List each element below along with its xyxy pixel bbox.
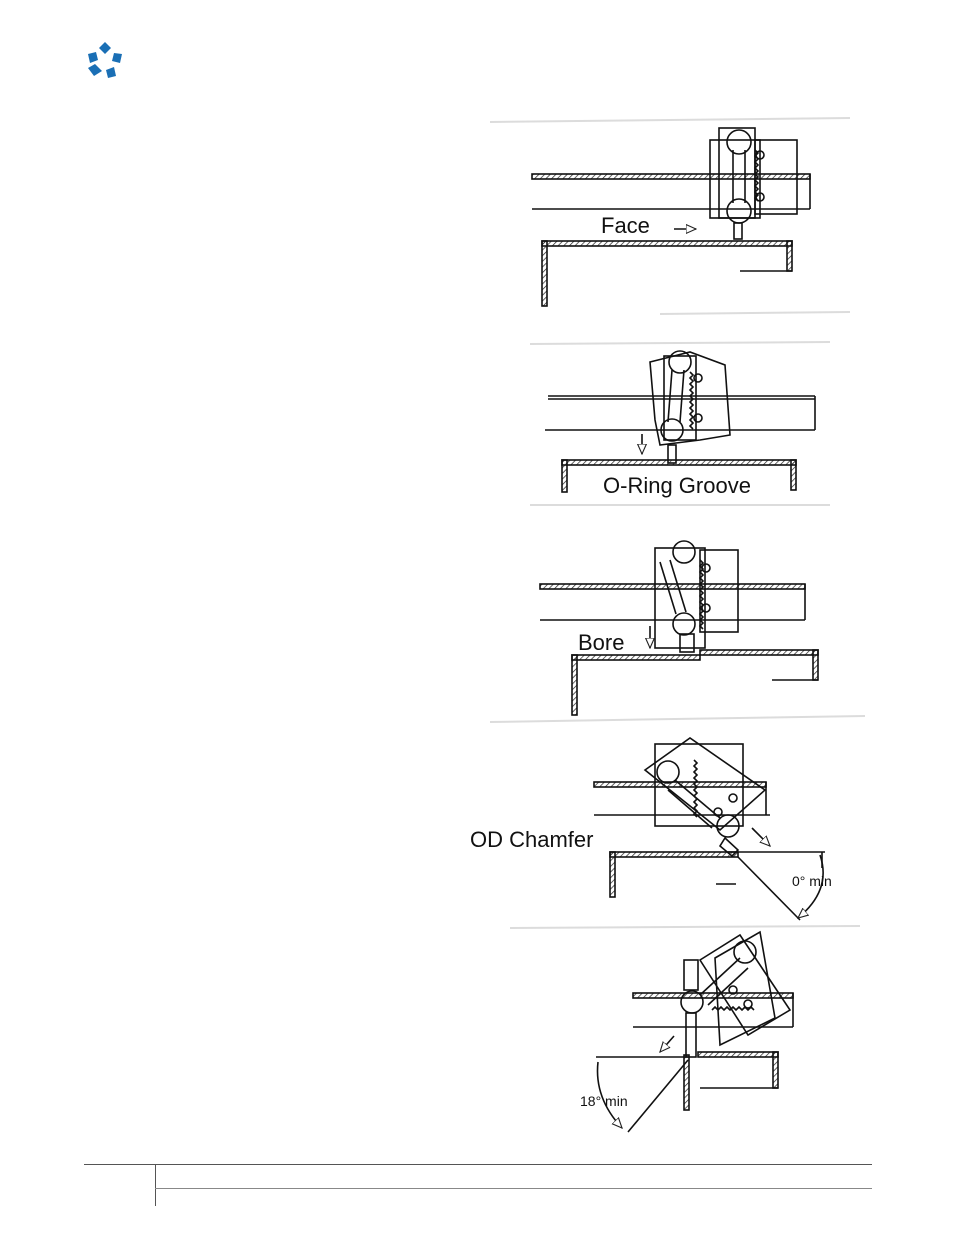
figure-oring-groove-label: O-Ring Groove: [603, 473, 751, 498]
figure-od-chamfer-angle: 0° min: [792, 873, 832, 889]
figure-face: [532, 128, 810, 306]
figure-oring-groove: [545, 351, 815, 492]
figure-bore-label: Bore: [578, 630, 624, 655]
footer-rule-top: [84, 1164, 872, 1165]
figure-bore: [540, 541, 818, 715]
figure-od-chamfer: [594, 738, 825, 920]
footer-rule-bottom: [155, 1188, 872, 1189]
footer-divider: [155, 1164, 156, 1206]
figure-face-label: Face: [601, 213, 650, 238]
figure-id-chamfer-angle: 18° min: [580, 1093, 628, 1109]
figure-od-chamfer-label: OD Chamfer: [470, 827, 593, 852]
